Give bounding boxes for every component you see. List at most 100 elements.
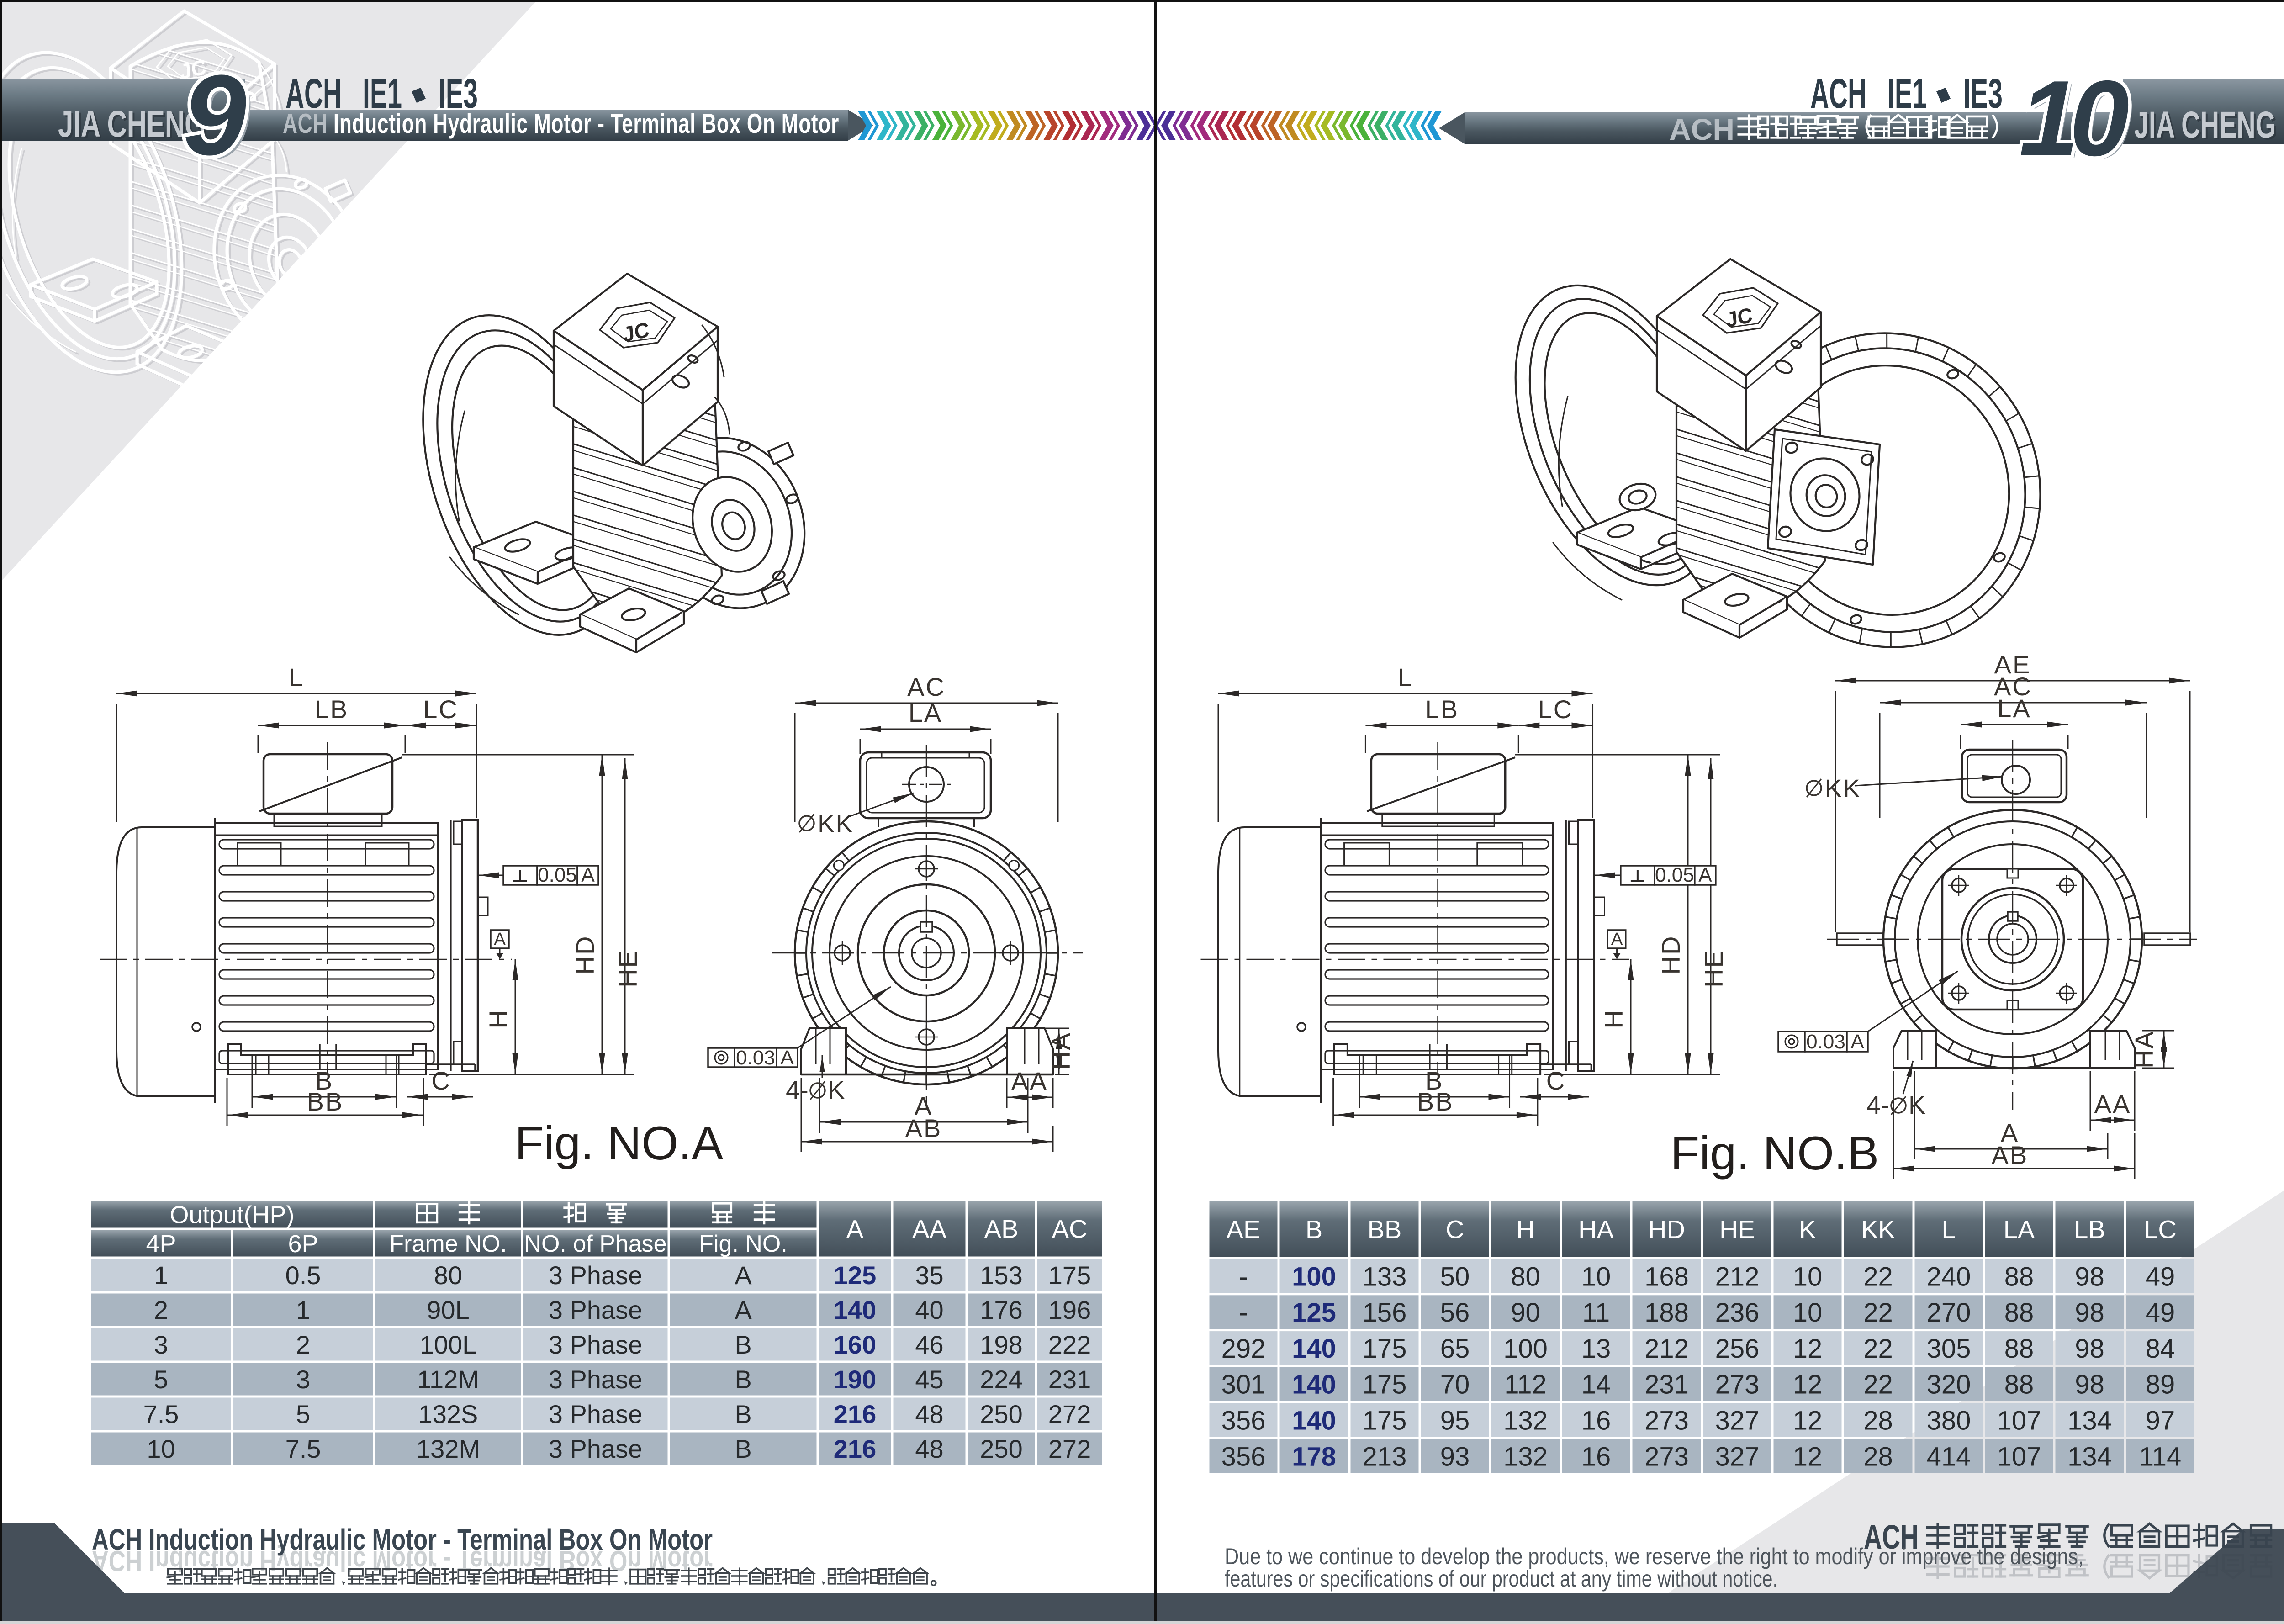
svg-text:48: 48 [915,1400,943,1428]
svg-text:Frame NO.: Frame NO. [389,1231,507,1257]
svg-text:107: 107 [1997,1442,2041,1471]
svg-text:3 Phase: 3 Phase [549,1434,643,1463]
svg-text:88: 88 [2004,1334,2034,1364]
svg-text:65: 65 [1440,1334,1470,1364]
svg-text:3 Phase: 3 Phase [549,1365,643,1394]
svg-text:14: 14 [1581,1370,1611,1400]
svg-text:3 Phase: 3 Phase [549,1261,643,1290]
svg-text:H: H [1516,1215,1534,1244]
svg-text:JIA CHENG: JIA CHENG [2134,104,2276,146]
svg-text:12: 12 [1793,1406,1823,1435]
svg-text:140: 140 [1292,1334,1336,1364]
svg-text:B: B [735,1365,751,1394]
svg-text:133: 133 [1363,1262,1407,1291]
svg-text:80: 80 [1511,1262,1540,1291]
svg-text:16: 16 [1581,1406,1611,1435]
svg-text:BB: BB [1368,1215,1402,1244]
svg-text:L: L [289,663,304,692]
svg-text:JIA CHENG: JIA CHENG [60,105,208,147]
svg-text:L: L [1398,663,1413,692]
svg-text:KK: KK [818,809,854,838]
svg-text:AA: AA [912,1215,946,1243]
svg-text:IE3: IE3 [1963,70,2003,117]
svg-text:A: A [846,1215,864,1243]
svg-text:250: 250 [980,1400,1022,1428]
svg-text:AB: AB [905,1114,942,1143]
svg-text:305: 305 [1927,1334,1971,1364]
svg-text:IE1: IE1 [363,70,402,117]
svg-text:134: 134 [2067,1442,2112,1471]
svg-text:46: 46 [915,1330,943,1359]
svg-text:9: 9 [183,51,246,179]
svg-text:49: 49 [2146,1298,2175,1328]
svg-text:125: 125 [1292,1298,1336,1328]
svg-text:LC: LC [1538,695,1574,724]
svg-text:178: 178 [1292,1442,1336,1471]
svg-text:IE1: IE1 [1887,70,1927,117]
svg-text:10: 10 [1793,1298,1823,1328]
svg-text:175: 175 [1363,1370,1407,1400]
svg-text:100L: 100L [420,1330,477,1359]
svg-text:45: 45 [915,1365,943,1394]
svg-text:JIA CHENG: JIA CHENG [2136,106,2278,148]
svg-text:56: 56 [1440,1298,1470,1328]
svg-text:22: 22 [1863,1334,1893,1364]
svg-text:KK: KK [1861,1215,1895,1244]
svg-text:100: 100 [1292,1262,1336,1291]
svg-text:40: 40 [915,1296,943,1324]
svg-text:HD: HD [1648,1215,1685,1244]
svg-text:156: 156 [1363,1298,1407,1328]
svg-text:5: 5 [296,1400,310,1428]
svg-text:301: 301 [1221,1370,1266,1400]
svg-text:89: 89 [2146,1370,2175,1400]
svg-text:88: 88 [2004,1298,2034,1328]
svg-text:134: 134 [2067,1406,2112,1435]
svg-text:327: 327 [1715,1442,1760,1471]
svg-text:LC: LC [423,695,459,724]
svg-text:240: 240 [1927,1262,1971,1291]
svg-text:K: K [1799,1215,1816,1244]
svg-text:B: B [1306,1215,1322,1244]
svg-text:212: 212 [1715,1262,1760,1291]
svg-text:216: 216 [834,1434,876,1463]
svg-text:90L: 90L [427,1296,469,1324]
svg-text:AA: AA [1011,1067,1048,1095]
svg-text:1: 1 [296,1296,310,1324]
svg-text:7.5: 7.5 [286,1434,321,1463]
svg-text:160: 160 [834,1330,876,1359]
svg-text:80: 80 [434,1261,462,1290]
svg-text:0.05: 0.05 [1655,864,1694,886]
svg-text:10: 10 [1581,1262,1611,1291]
svg-text:ACH: ACH [286,70,342,117]
svg-text:140: 140 [834,1296,876,1324]
svg-text:3: 3 [296,1365,310,1394]
svg-text:A: A [735,1261,752,1290]
svg-text:98: 98 [2075,1298,2104,1328]
svg-text:1: 1 [154,1261,168,1290]
svg-text:AA: AA [2094,1090,2131,1118]
svg-text:AC: AC [1994,672,2032,701]
svg-text:98: 98 [2075,1334,2104,1364]
svg-text:22: 22 [1863,1262,1893,1291]
svg-text:6P: 6P [288,1230,318,1258]
svg-text:114: 114 [2139,1442,2181,1471]
svg-text:176: 176 [980,1296,1022,1324]
svg-text:HE: HE [1699,949,1728,988]
svg-text:7.5: 7.5 [143,1400,179,1428]
svg-text:4-: 4- [786,1075,809,1104]
svg-text:2: 2 [154,1296,168,1324]
svg-text:100: 100 [1503,1334,1548,1364]
svg-text:C: C [1446,1215,1464,1244]
svg-text:168: 168 [1644,1262,1689,1291]
svg-text:JC: JC [622,317,650,347]
svg-text:256: 256 [1715,1334,1760,1364]
svg-text:B: B [1425,1066,1443,1095]
svg-text:-: - [1239,1262,1248,1291]
svg-text:224: 224 [980,1365,1022,1394]
svg-text:22: 22 [1863,1370,1893,1400]
svg-text:5: 5 [154,1365,168,1394]
svg-text:LC: LC [2144,1215,2177,1244]
svg-text:A: A [1850,1031,1864,1053]
svg-text:HD: HD [1656,935,1685,975]
svg-text:A: A [735,1296,752,1324]
